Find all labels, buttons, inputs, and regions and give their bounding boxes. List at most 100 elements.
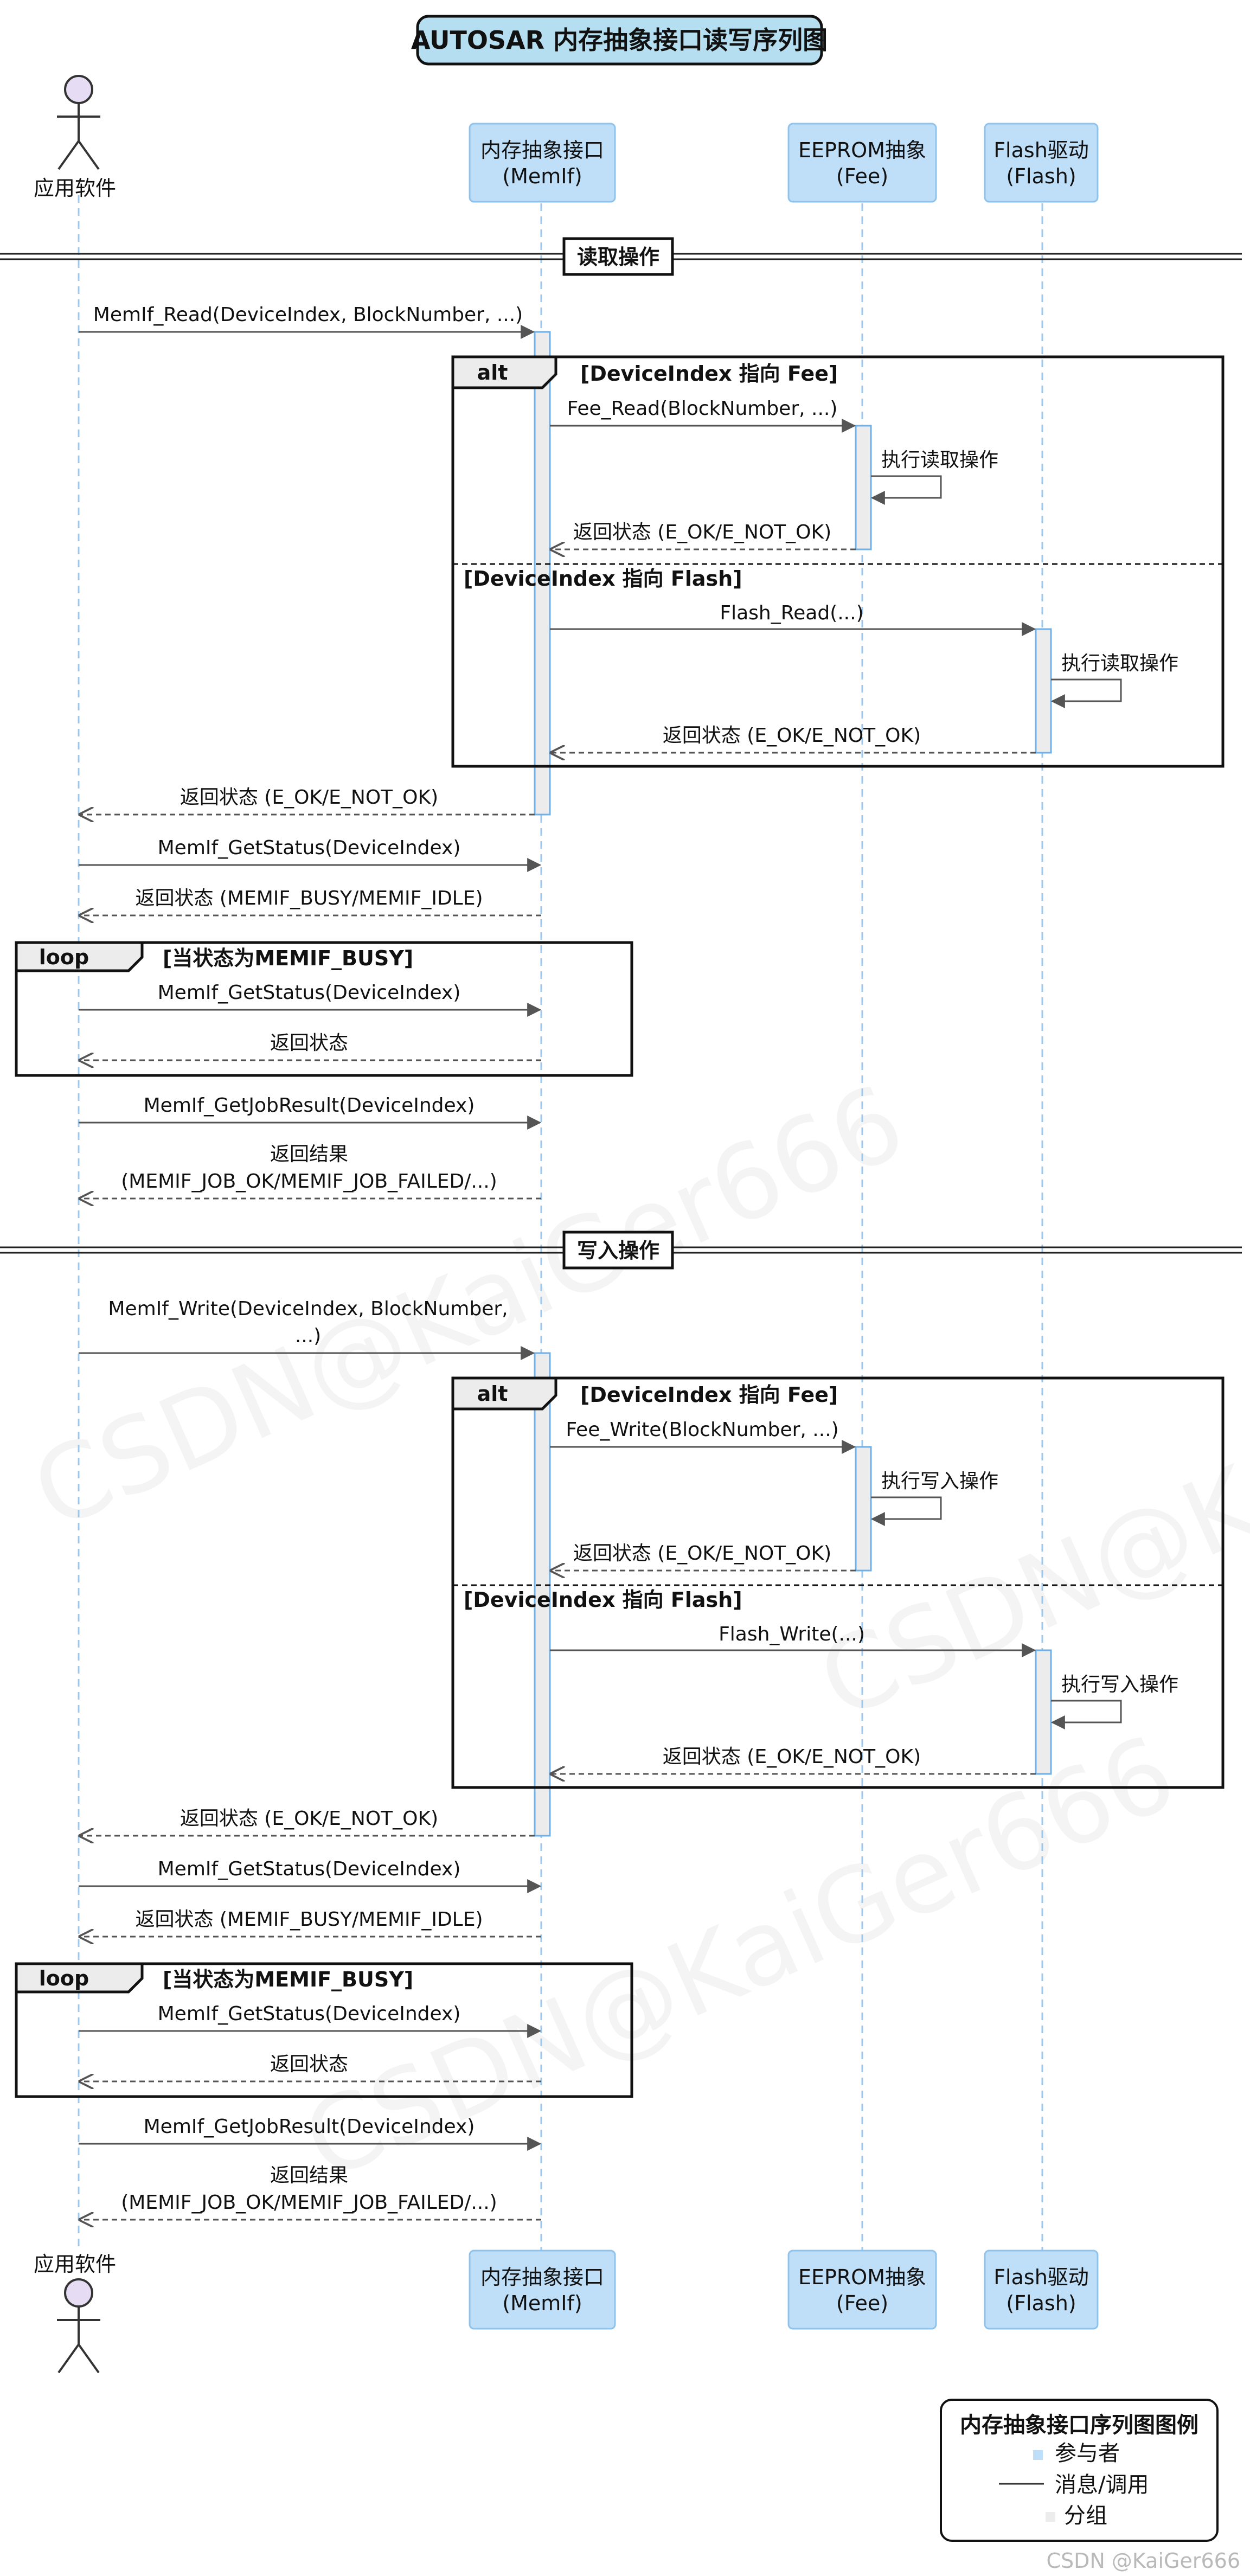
svg-text:返回状态: 返回状态 <box>270 2053 348 2075</box>
actor-app-label-bottom: 应用软件 <box>34 2252 116 2276</box>
message-get-status-write: MemIf_GetStatus(DeviceIndex) <box>79 1858 542 1893</box>
svg-text:MemIf_GetStatus(DeviceIndex): MemIf_GetStatus(DeviceIndex) <box>158 2003 461 2025</box>
message-flash-exec-write: 执行写入操作 <box>1050 1674 1178 1729</box>
alt-frame-read: alt [DeviceIndex 指向 Fee] [DeviceIndex 指向… <box>451 355 1225 768</box>
svg-text:loop: loop <box>39 945 89 969</box>
svg-text:(MemIf): (MemIf) <box>502 164 582 188</box>
svg-text:读取操作: 读取操作 <box>577 245 659 269</box>
activation-flash-read <box>1035 628 1052 754</box>
svg-text:返回结果: 返回结果 <box>270 1143 348 1165</box>
message-loop-get-status-write: MemIf_GetStatus(DeviceIndex) <box>79 2003 542 2038</box>
message-memif-read: MemIf_Read(DeviceIndex, BlockNumber, ...… <box>79 304 535 339</box>
participant-memif-bottom: 内存抽象接口 (MemIf) <box>469 2250 616 2330</box>
svg-text:返回状态 (MEMIF_BUSY/MEMIF_IDLE): 返回状态 (MEMIF_BUSY/MEMIF_IDLE) <box>135 1908 483 1931</box>
message-get-job-result-write: MemIf_GetJobResult(DeviceIndex) <box>79 2116 542 2151</box>
actor-app-top <box>57 75 100 170</box>
svg-text:Fee_Write(BlockNumber, ...): Fee_Write(BlockNumber, ...) <box>566 1419 838 1441</box>
svg-text:[DeviceIndex 指向 Flash]: [DeviceIndex 指向 Flash] <box>464 567 742 591</box>
diagram-title: AUTOSAR 内存抽象接口读写序列图 <box>411 15 828 66</box>
message-fee-exec-read: 执行读取操作 <box>870 449 998 505</box>
message-fee-write: Fee_Write(BlockNumber, ...) <box>550 1419 856 1454</box>
legend-participant-label: 参与者 <box>1055 2441 1120 2466</box>
svg-text:(Flash): (Flash) <box>1006 2291 1076 2315</box>
svg-text:Flash驱动: Flash驱动 <box>993 2265 1089 2289</box>
svg-text:[当状态为MEMIF_BUSY]: [当状态为MEMIF_BUSY] <box>163 1968 413 1991</box>
svg-text:返回状态 (E_OK/E_NOT_OK): 返回状态 (E_OK/E_NOT_OK) <box>663 1746 921 1768</box>
legend-title: 内存抽象接口序列图图例 <box>960 2413 1198 2438</box>
activation-fee-read <box>855 425 872 550</box>
lifelines <box>78 195 1043 2251</box>
footer-credit: CSDN @KaiGer666 <box>1046 2549 1241 2573</box>
participant-memif-top: 内存抽象接口 (MemIf) <box>469 123 616 203</box>
legend-group-swatch <box>1046 2512 1055 2522</box>
svg-text:Flash_Read(...): Flash_Read(...) <box>720 602 863 624</box>
svg-text:MemIf_GetStatus(DeviceIndex): MemIf_GetStatus(DeviceIndex) <box>158 837 461 859</box>
message-flash-read: Flash_Read(...) <box>550 602 1036 636</box>
legend: 内存抽象接口序列图图例 参与者 消息/调用 分组 <box>940 2399 1219 2542</box>
activation-flash-write <box>1035 1649 1052 1775</box>
message-loop-get-status-read: MemIf_GetStatus(DeviceIndex) <box>79 982 542 1017</box>
svg-text:Flash驱动: Flash驱动 <box>993 138 1089 162</box>
svg-text:[当状态为MEMIF_BUSY]: [当状态为MEMIF_BUSY] <box>163 946 413 970</box>
message-get-job-result-read: MemIf_GetJobResult(DeviceIndex) <box>79 1094 542 1130</box>
svg-text:内存抽象接口: 内存抽象接口 <box>480 2265 604 2289</box>
svg-text:alt: alt <box>477 361 508 385</box>
svg-text:(Fee): (Fee) <box>836 164 888 188</box>
message-fee-exec-write: 执行写入操作 <box>870 1470 998 1526</box>
svg-text:返回状态 (E_OK/E_NOT_OK): 返回状态 (E_OK/E_NOT_OK) <box>573 1542 831 1565</box>
svg-text:MemIf_GetJobResult(DeviceIndex: MemIf_GetJobResult(DeviceIndex) <box>144 1094 475 1117</box>
svg-text:返回状态 (E_OK/E_NOT_OK): 返回状态 (E_OK/E_NOT_OK) <box>180 786 438 809</box>
svg-text:MemIf_Write(DeviceIndex, Block: MemIf_Write(DeviceIndex, BlockNumber, <box>108 1298 508 1320</box>
svg-text:返回状态: 返回状态 <box>270 1032 348 1054</box>
svg-text:写入操作: 写入操作 <box>577 1239 659 1263</box>
svg-text:(MEMIF_JOB_OK/MEMIF_JOB_FAILED: (MEMIF_JOB_OK/MEMIF_JOB_FAILED/...) <box>121 1170 497 1193</box>
activation-memif-read <box>534 331 551 816</box>
message-flash-return-write: 返回状态 (E_OK/E_NOT_OK) <box>551 1746 1036 1774</box>
svg-text:loop: loop <box>39 1966 89 1990</box>
legend-group-label: 分组 <box>1064 2503 1107 2528</box>
svg-text:返回状态 (E_OK/E_NOT_OK): 返回状态 (E_OK/E_NOT_OK) <box>180 1808 438 1830</box>
svg-text:内存抽象接口: 内存抽象接口 <box>480 138 604 162</box>
svg-text:返回结果: 返回结果 <box>270 2164 348 2187</box>
legend-message-label: 消息/调用 <box>1055 2472 1149 2497</box>
message-fee-return-read: 返回状态 (E_OK/E_NOT_OK) <box>551 521 856 549</box>
svg-text:[DeviceIndex 指向 Flash]: [DeviceIndex 指向 Flash] <box>464 1588 742 1612</box>
activation-memif-write <box>534 1352 551 1837</box>
message-get-status-read: MemIf_GetStatus(DeviceIndex) <box>79 837 542 872</box>
svg-text:返回状态 (E_OK/E_NOT_OK): 返回状态 (E_OK/E_NOT_OK) <box>663 725 921 747</box>
svg-text:Flash_Write(...): Flash_Write(...) <box>719 1623 865 1645</box>
svg-text:EEPROM抽象: EEPROM抽象 <box>798 2265 926 2289</box>
message-job-result-return-write: 返回结果 (MEMIF_JOB_OK/MEMIF_JOB_FAILED/...) <box>80 2164 541 2220</box>
message-fee-return-write: 返回状态 (E_OK/E_NOT_OK) <box>551 1542 856 1571</box>
svg-text:alt: alt <box>477 1382 508 1406</box>
message-flash-exec-read: 执行读取操作 <box>1050 652 1178 708</box>
svg-text:Fee_Read(BlockNumber, ...): Fee_Read(BlockNumber, ...) <box>567 398 838 420</box>
activation-fee-write <box>855 1446 872 1572</box>
message-status-return-read: 返回状态 (MEMIF_BUSY/MEMIF_IDLE) <box>80 887 541 915</box>
svg-text:[DeviceIndex 指向 Fee]: [DeviceIndex 指向 Fee] <box>580 362 838 386</box>
section-divider-write: 写入操作 <box>0 1231 1242 1270</box>
svg-text:[DeviceIndex 指向 Fee]: [DeviceIndex 指向 Fee] <box>580 1383 838 1407</box>
svg-text:(Flash): (Flash) <box>1006 164 1076 188</box>
svg-text:MemIf_GetJobResult(DeviceIndex: MemIf_GetJobResult(DeviceIndex) <box>144 2116 475 2138</box>
message-job-result-return-read: 返回结果 (MEMIF_JOB_OK/MEMIF_JOB_FAILED/...) <box>80 1143 541 1199</box>
svg-text:(MEMIF_JOB_OK/MEMIF_JOB_FAILED: (MEMIF_JOB_OK/MEMIF_JOB_FAILED/...) <box>121 2191 497 2214</box>
svg-text:执行写入操作: 执行写入操作 <box>1061 1674 1178 1696</box>
message-loop-return-write: 返回状态 <box>80 2053 541 2081</box>
message-fee-read: Fee_Read(BlockNumber, ...) <box>550 398 856 433</box>
svg-text:(Fee): (Fee) <box>836 2291 888 2315</box>
svg-text:EEPROM抽象: EEPROM抽象 <box>798 138 926 162</box>
alt-frame-write: alt [DeviceIndex 指向 Fee] [DeviceIndex 指向… <box>451 1376 1225 1789</box>
section-divider-read: 读取操作 <box>0 237 1242 276</box>
message-memif-write: MemIf_Write(DeviceIndex, BlockNumber, ..… <box>79 1298 535 1360</box>
message-memif-return-read: 返回状态 (E_OK/E_NOT_OK) <box>80 786 535 815</box>
svg-text:返回状态 (E_OK/E_NOT_OK): 返回状态 (E_OK/E_NOT_OK) <box>573 521 831 543</box>
title-text: AUTOSAR 内存抽象接口读写序列图 <box>411 25 828 55</box>
actor-app-bottom <box>57 2278 100 2374</box>
message-flash-return-read: 返回状态 (E_OK/E_NOT_OK) <box>551 725 1036 753</box>
svg-text:MemIf_GetStatus(DeviceIndex): MemIf_GetStatus(DeviceIndex) <box>158 982 461 1004</box>
loop-frame-read: loop [当状态为MEMIF_BUSY] <box>15 941 633 1077</box>
message-flash-write: Flash_Write(...) <box>550 1623 1036 1657</box>
svg-text:返回状态 (MEMIF_BUSY/MEMIF_IDLE): 返回状态 (MEMIF_BUSY/MEMIF_IDLE) <box>135 887 483 909</box>
